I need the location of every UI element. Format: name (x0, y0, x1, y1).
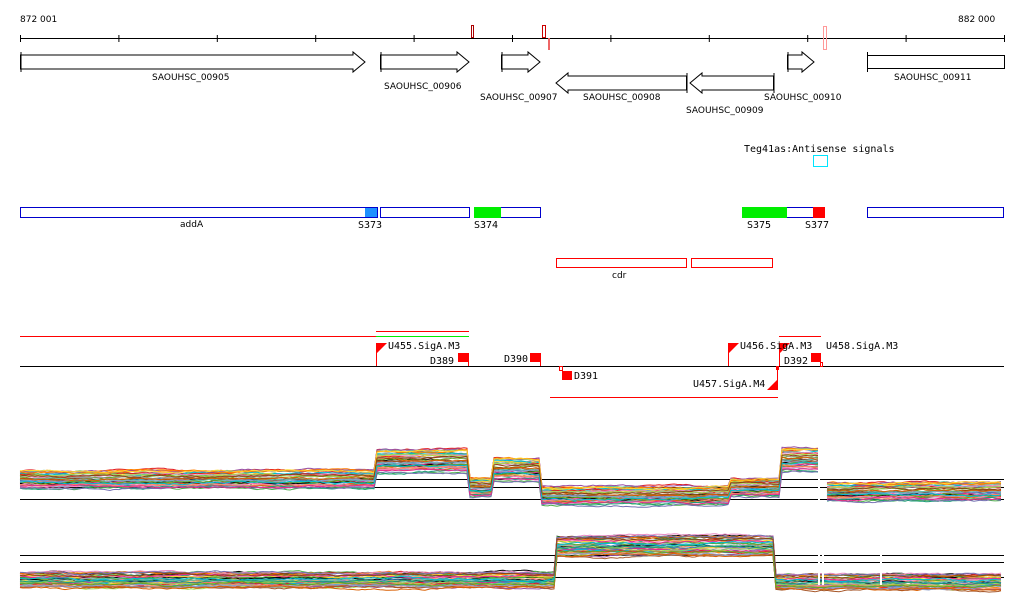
expression-line (19, 454, 1002, 495)
cdr-label: cdr (612, 271, 627, 281)
addA-label: addA (180, 220, 204, 230)
gene-arrow (689, 71, 774, 95)
tss-flag[interactable] (780, 343, 790, 353)
u458-label[interactable]: U458.SigA.M3 (826, 341, 898, 352)
s373-block[interactable] (365, 208, 377, 217)
operon-box[interactable] (867, 207, 1004, 218)
expression-track-antisense (19, 525, 1004, 593)
expression-line (19, 533, 1002, 577)
gene-label[interactable]: SAOUHSC_00911 (894, 73, 971, 83)
gene-label[interactable]: SAOUHSC_00905 (152, 73, 229, 83)
operon-box[interactable] (380, 207, 470, 218)
s373-label: S373 (358, 220, 382, 231)
d392-label[interactable]: D392 (784, 356, 808, 367)
operon-track (20, 207, 1004, 218)
s374-label: S374 (474, 220, 498, 231)
tss-flag[interactable] (767, 380, 777, 390)
gene-box (867, 55, 1005, 69)
d389-marker[interactable] (458, 353, 468, 362)
expression-line (19, 470, 1002, 508)
ruler-end-label: 882 000 (958, 15, 995, 25)
gene-arrow (20, 50, 366, 74)
d391-marker[interactable] (562, 371, 572, 380)
d390-marker[interactable] (530, 353, 540, 362)
expression-line (19, 468, 1002, 505)
gene-label[interactable]: SAOUHSC_00907 (480, 93, 557, 103)
gene-label[interactable]: SAOUHSC_00906 (384, 82, 462, 92)
tss-flag[interactable] (377, 343, 387, 353)
expression-line (19, 537, 1002, 579)
s375-label: S375 (747, 220, 771, 231)
s377-label: S377 (805, 220, 829, 231)
gene-arrow (501, 50, 541, 74)
expression-line (19, 546, 1002, 587)
expression-line (20, 540, 1001, 583)
expression-line (19, 550, 1002, 589)
track-gap (880, 525, 882, 585)
addA-box[interactable] (20, 207, 378, 218)
s374-block[interactable] (474, 207, 501, 218)
signal-marker (823, 26, 827, 50)
gene-arrow (380, 50, 470, 74)
signal-marker (548, 38, 550, 50)
s377-block[interactable] (813, 207, 825, 218)
gene-label[interactable]: SAOUHSC_00908 (583, 93, 661, 103)
cdr-box[interactable] (691, 258, 773, 268)
expression-line (19, 552, 1002, 591)
gene-track (20, 50, 1005, 95)
u455-label[interactable]: U455.SigA.M3 (388, 341, 460, 352)
feature-track (20, 331, 1004, 398)
tss-flag[interactable] (729, 343, 739, 353)
gene-arrow (787, 50, 815, 74)
u457-label[interactable]: U457.SigA.M4 (693, 379, 765, 390)
gene-label[interactable]: SAOUHSC_00910 (764, 93, 842, 103)
expression-track-sense (19, 446, 1004, 509)
expression-line (19, 448, 1002, 491)
d389-label[interactable]: D389 (430, 356, 454, 367)
expression-line (19, 538, 1002, 581)
antisense-label: Teg41as:Antisense signals (744, 144, 895, 155)
d391-label[interactable]: D391 (574, 371, 598, 382)
expression-line (19, 551, 1002, 591)
track-gap (818, 449, 820, 509)
cdr-box[interactable] (556, 258, 687, 268)
u456-label[interactable]: U456.SigA.M3 (740, 341, 812, 352)
signal-marker (471, 25, 474, 38)
antisense-signal[interactable] (813, 155, 828, 167)
position-ruler[interactable] (20, 25, 1005, 50)
d392-marker[interactable] (811, 353, 821, 362)
track-gap (822, 525, 824, 585)
gene-arrow (555, 71, 687, 95)
d390-label[interactable]: D390 (504, 354, 528, 365)
track-gap (818, 525, 820, 585)
expression-line (19, 545, 1002, 586)
signal-marker (542, 25, 546, 38)
expression-line (19, 461, 1002, 501)
gene-label[interactable]: SAOUHSC_00909 (686, 106, 764, 116)
expression-line (19, 460, 1002, 499)
ruler-start-label: 872 001 (20, 15, 57, 25)
s375-block[interactable] (742, 207, 787, 218)
